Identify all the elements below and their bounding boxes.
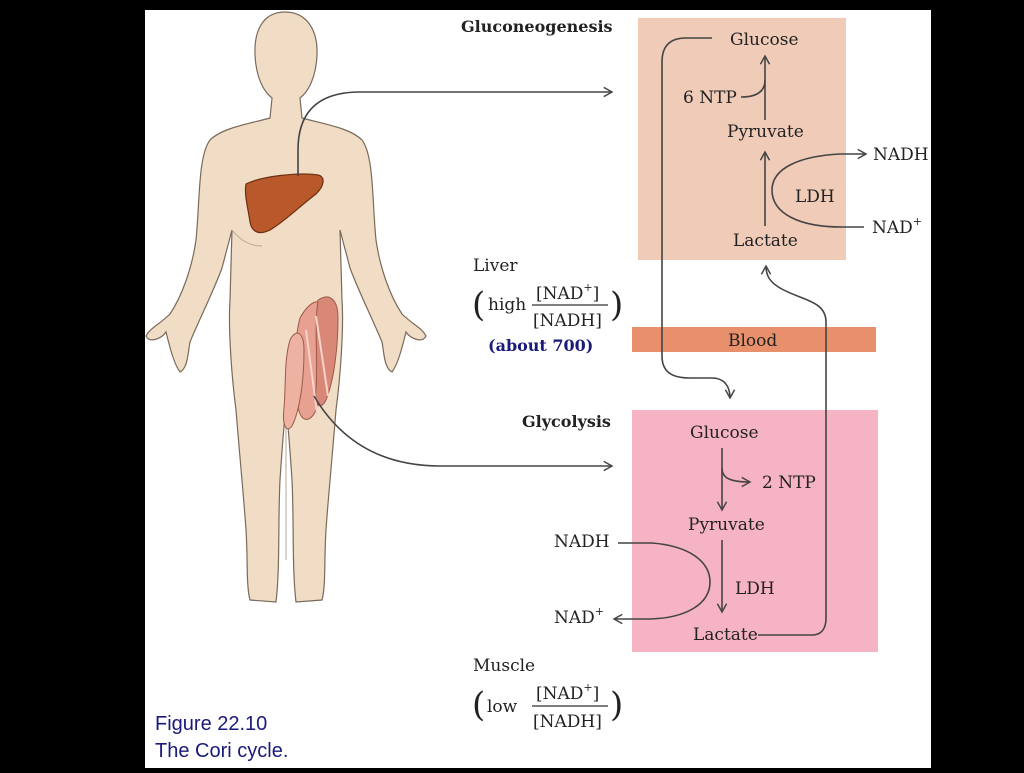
liver-glucose-label: Glucose	[730, 30, 799, 50]
liver-organ-label: Liver	[473, 256, 518, 276]
muscle-glucose-label: Glucose	[690, 423, 759, 443]
muscle-ntp-arrow	[721, 467, 752, 488]
glycolysis-title: Glycolysis	[522, 412, 611, 431]
blood-bar	[632, 327, 876, 352]
liver-paren-close: )	[610, 285, 623, 325]
liver-ldh-label: LDH	[795, 187, 835, 207]
blood-band: Blood	[632, 327, 876, 352]
muscle-ldh-cofactor-arrow	[612, 542, 711, 625]
liver-organ	[244, 173, 324, 234]
muscle-nadh-label: NADH	[554, 532, 610, 552]
liver-qualifier: high	[488, 295, 526, 315]
liver-ntp-label: 6 NTP	[683, 88, 737, 108]
gluconeogenesis-panel: Gluconeogenesis Glucose 6 NTP Pyruvate L…	[461, 17, 929, 260]
liver-ratio-denominator: [NADH]	[533, 311, 602, 331]
liver-nad-label: NAD+	[872, 215, 922, 238]
muscle-box	[632, 410, 878, 652]
liver-ratio-numerator: [NAD+]	[536, 281, 599, 304]
liver-box	[638, 18, 846, 260]
liver-ntp-curve	[740, 79, 766, 98]
muscle-pyruvate-label: Pyruvate	[688, 515, 765, 535]
liver-ratio-value: (about 700)	[488, 336, 593, 355]
muscle-organ-label: Muscle	[473, 656, 535, 676]
muscle-ratio-denominator: [NADH]	[533, 712, 602, 732]
figure-caption: Figure 22.10 The Cori cycle.	[155, 713, 288, 762]
muscle-paren-close: )	[610, 685, 623, 725]
thigh-muscles	[283, 296, 339, 430]
gluconeogenesis-title: Gluconeogenesis	[461, 17, 613, 36]
muscle-ratio-numerator: [NAD+]	[536, 681, 599, 704]
muscle-ratio: Muscle ( low [NAD+] [NADH] )	[472, 656, 623, 732]
muscle-lactate-label: Lactate	[693, 625, 758, 645]
pathway-arrows	[297, 37, 868, 636]
liver-pyruvate-label: Pyruvate	[727, 122, 804, 142]
lactate-to-liver-arrow	[758, 264, 827, 636]
muscle-paren-open: (	[472, 685, 485, 725]
muscle-nad-label: NAD+	[554, 605, 604, 628]
human-body-illustration	[145, 11, 427, 603]
caption-figure-number: Figure 22.10	[155, 713, 267, 735]
muscle-ldh-label: LDH	[735, 579, 775, 599]
glycolysis-panel: Glycolysis Glucose 2 NTP Pyruvate LDH La…	[522, 410, 878, 652]
caption-title: The Cori cycle.	[155, 740, 288, 762]
muscle-ntp-label: 2 NTP	[762, 473, 816, 493]
glucose-to-muscle-arrow	[661, 37, 736, 400]
liver-to-box-arrow	[297, 86, 614, 176]
muscle-qualifier: low	[487, 697, 518, 717]
liver-paren-open: (	[472, 285, 485, 325]
liver-nadh-label: NADH	[873, 145, 929, 165]
liver-ldh-cofactor-arrow	[771, 148, 868, 228]
blood-label: Blood	[728, 331, 777, 351]
muscle-to-box-arrow	[313, 395, 614, 472]
liver-lactate-label: Lactate	[733, 231, 798, 251]
liver-ratio: Liver ( high [NAD+] [NADH] ) (about 700)	[472, 256, 623, 355]
